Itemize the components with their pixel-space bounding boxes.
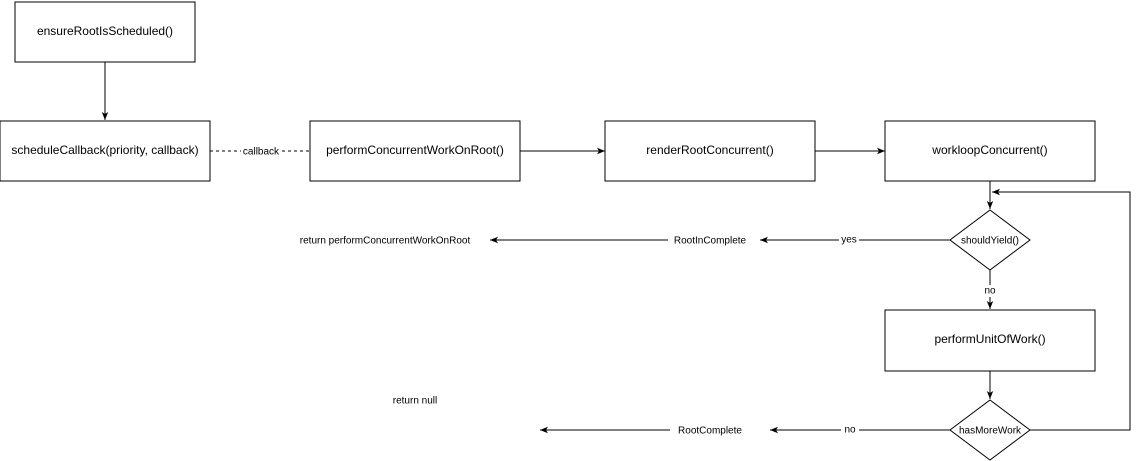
- text-root-incomplete: RootInComplete: [674, 236, 747, 247]
- node-ensure-root: ensureRootIsScheduled(): [14, 1, 196, 63]
- edge-label-no-yield: no: [984, 286, 996, 297]
- node-has-more-work-label: hasMoreWork: [959, 426, 1022, 437]
- edge-label-callback: callback: [243, 147, 280, 158]
- node-has-more-work: hasMoreWork: [949, 399, 1031, 461]
- node-should-yield: shouldYield(): [949, 209, 1031, 271]
- text-return-perform: return performConcurrentWorkOnRoot: [300, 236, 471, 247]
- edge-label-yes-bg: [839, 234, 859, 246]
- edge-label-no-more-bg: [841, 424, 859, 436]
- node-render-root: renderRootConcurrent(): [604, 120, 816, 182]
- node-schedule-callback-label: scheduleCallback(priority, callback): [11, 143, 198, 157]
- node-should-yield-label: shouldYield(): [961, 236, 1019, 247]
- edge-label-yes: yes: [841, 235, 857, 246]
- node-perform-unit-label: performUnitOfWork(): [934, 332, 1045, 346]
- node-perform-concurrent-label: performConcurrentWorkOnRoot(): [326, 143, 504, 157]
- node-perform-concurrent: performConcurrentWorkOnRoot(): [309, 120, 521, 182]
- edge-label-no-more: no: [844, 425, 856, 436]
- node-workloop-label: workloopConcurrent(): [931, 143, 1047, 157]
- node-workloop: workloopConcurrent(): [884, 120, 1096, 182]
- edge-loop-back: [992, 188, 1131, 431]
- node-render-root-label: renderRootConcurrent(): [646, 143, 773, 157]
- edge-label-no-yield-bg: [981, 285, 999, 297]
- node-schedule-callback: scheduleCallback(priority, callback): [0, 120, 211, 182]
- text-root-complete: RootComplete: [678, 426, 742, 437]
- node-perform-unit: performUnitOfWork(): [884, 309, 1096, 372]
- node-ensure-root-label: ensureRootIsScheduled(): [37, 24, 173, 38]
- edge-label-callback-bg: [241, 145, 281, 158]
- text-return-null: return null: [393, 396, 437, 407]
